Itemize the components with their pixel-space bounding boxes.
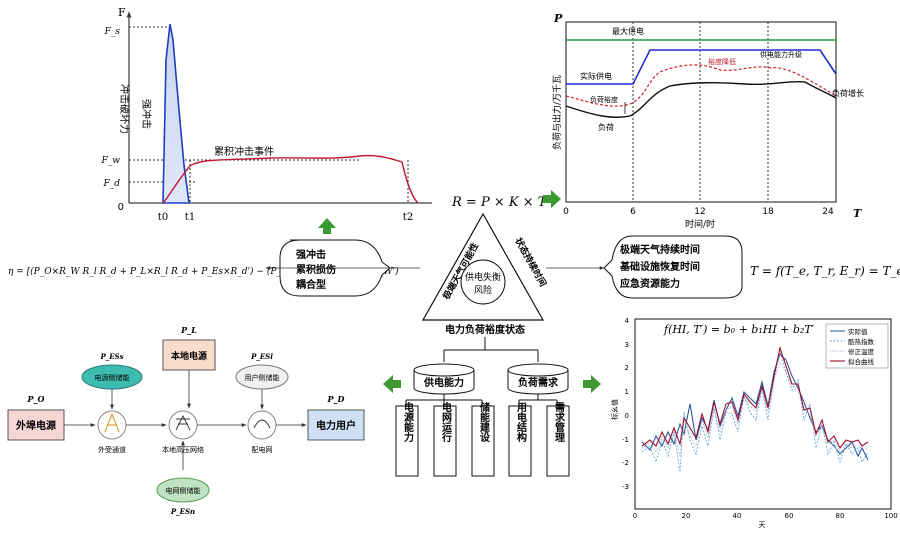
accum-impact-label: 累积冲击事件 <box>214 145 274 158</box>
tick-t1: t1 <box>185 212 195 223</box>
left-bubble-item-2: 累积损伤 <box>296 263 336 276</box>
actual-supply-label: 实际供电 <box>580 71 612 81</box>
regression-legend: 实际值 酷热指数 修正温度 拟合曲线 <box>825 323 889 369</box>
load-label: 负荷 <box>598 122 614 132</box>
reg-ytick-m2: -2 <box>622 459 629 467</box>
regression-formula: f(HI, T′) = b₀ + b₁HI + b₂T′ <box>663 323 815 336</box>
fit-series <box>641 345 869 450</box>
legend-actual: 实际值 <box>848 327 868 336</box>
actual-series <box>641 353 869 461</box>
reg-xtick-80: 80 <box>836 512 845 520</box>
risk-triangle: 供电失衡 风险 极端天气可能性 状态持续时间 电力负荷裕度状态 <box>421 212 549 336</box>
tick-fw: F_w <box>101 156 121 166</box>
tick-fd: F_d <box>102 179 120 189</box>
legend-heat: 酷热指数 <box>848 337 875 346</box>
legend-temp: 修正温度 <box>848 347 875 356</box>
green-arrow-up <box>318 218 336 234</box>
right-bubble-item-3: 应急资源能力 <box>620 277 680 290</box>
load-xtick-0: 0 <box>563 207 569 217</box>
reg-xtick-0: 0 <box>633 512 637 520</box>
impact-y-label: 冲击破坏力 <box>118 84 131 134</box>
load-x-axis: T <box>853 207 862 220</box>
reg-xtick-40: 40 <box>733 512 742 520</box>
eta-formula: η = [(P_O×R_W R_l R_d + P_L×R_l R_d + P_… <box>8 266 399 277</box>
impact-origin: 0 <box>118 202 124 213</box>
legend-fit: 拟合曲线 <box>848 357 875 366</box>
left-bubble-item-3: 耦合型 <box>296 278 326 291</box>
reg-ytick-m1: -1 <box>622 436 629 444</box>
right-bubble: 极端天气持续时间 基础设施恢复时间 应急资源能力 <box>603 235 743 299</box>
grid-storage-power: P_ESn <box>170 507 195 516</box>
reg-ytick-2: 2 <box>625 364 629 372</box>
reg-xtick-100: 100 <box>884 512 897 520</box>
tick-t2: t2 <box>403 212 413 223</box>
leaf-5: 需求管理 <box>553 402 565 442</box>
load-y-label: 负荷与出力/万千瓦 <box>551 75 563 150</box>
load-growth-label: 负荷增长 <box>832 88 864 98</box>
right-bubble-item-2: 基础设施恢复时间 <box>619 260 700 273</box>
supply-upgrade-label: 供电能力升级 <box>760 50 802 59</box>
strong-impact-label: 强冲击 <box>140 99 153 129</box>
source-storage-label: 电源侧储能 <box>95 373 130 382</box>
capability-tree: 供电能力 负荷需求 电源能力 电网运行 储能建设 用电结构 需求管理 <box>395 337 570 477</box>
load-xtick-6: 6 <box>630 207 636 217</box>
reg-xtick-20: 20 <box>682 512 691 520</box>
supply-root: 供电能力 <box>423 376 464 389</box>
load-xtick-12: 12 <box>694 207 705 217</box>
load-xtick-18: 18 <box>762 207 774 217</box>
load-chart: P T 最大供电 实际供电 裕度降低 供电能力升级 负荷裕度 负荷 负荷增长 0… <box>551 12 864 230</box>
distribution-label: 配电网 <box>252 445 273 454</box>
external-source-label: 外埠电源 <box>15 419 56 432</box>
impact-y-axis: F <box>118 6 126 19</box>
load-margin-label: 负荷裕度 <box>590 95 618 104</box>
load-x-label: 时间/时 <box>685 218 715 230</box>
tick-fs: F_s <box>104 27 121 37</box>
user-label: 电力用户 <box>316 419 356 432</box>
duration-formula: T = f(T_e, T_r, E_r) = T_e × T_r / E_r <box>750 264 900 278</box>
reg-ytick-0: 0 <box>625 412 629 420</box>
reg-ytick-1: 1 <box>625 388 629 396</box>
tick-t0: t0 <box>158 212 168 223</box>
demand-cylinder: 负荷需求 <box>507 363 569 395</box>
leaf-2: 电网运行 <box>440 401 453 443</box>
network-diagram: 外埠电源 P_O 外受通道 电源侧储能 P_ESs 本地电源 P_L 本地高压网… <box>7 325 365 516</box>
triangle-center-1: 供电失衡 <box>465 271 501 283</box>
reg-ytick-m3: -3 <box>622 483 629 491</box>
green-arrow-right-top <box>543 190 561 208</box>
user-storage-power: P_ESl <box>250 352 273 361</box>
leaf-3: 储能建设 <box>478 401 491 443</box>
leaf-4: 用电结构 <box>515 402 528 443</box>
green-arrow-left-bottom <box>383 375 401 393</box>
green-arrow-right-bottom <box>583 375 601 393</box>
channel-label: 外受通道 <box>98 445 126 454</box>
external-source-power: P_O <box>27 394 45 404</box>
max-supply-label: 最大供电 <box>612 26 644 36</box>
reg-ytick-3: 3 <box>625 341 629 349</box>
triangle-center-2: 风险 <box>474 284 492 296</box>
margin-reduce-label: 裕度降低 <box>708 57 736 66</box>
user-power: P_D <box>327 394 345 404</box>
heat-series <box>641 351 869 473</box>
load-xtick-24: 24 <box>822 207 834 217</box>
leaf-1: 电源能力 <box>402 401 414 443</box>
right-bubble-item-1: 极端天气持续时间 <box>620 243 700 256</box>
source-storage-power: P_ESs <box>99 352 123 361</box>
reg-ytick-4: 4 <box>625 317 630 325</box>
supply-cylinder: 供电能力 <box>413 363 475 395</box>
left-bubble-item-1: 强冲击 <box>296 248 326 261</box>
local-source-label: 本地电源 <box>171 350 207 362</box>
grid-storage-label: 电网侧储能 <box>166 486 201 495</box>
triangle-bottom: 电力负荷裕度状态 <box>445 323 525 336</box>
demand-root: 负荷需求 <box>518 376 559 389</box>
regression-chart: f(HI, T′) = b₀ + b₁HI + b₂T′ 4 3 2 1 0 -… <box>610 317 898 529</box>
reg-y-label: 标幺值 <box>610 399 619 420</box>
load-y-axis: P <box>553 12 563 25</box>
impact-chart: F 0 F_s F_w F_d t0 t1 t2 冲击破坏力 强冲击 累积冲击事… <box>101 6 432 223</box>
user-storage-label: 用户侧储能 <box>245 373 280 382</box>
risk-formula: R = P × K × T <box>451 195 548 210</box>
reg-xtick-60: 60 <box>785 512 794 520</box>
local-source-power: P_L <box>180 325 197 335</box>
reg-x-label: 天 <box>759 521 766 529</box>
